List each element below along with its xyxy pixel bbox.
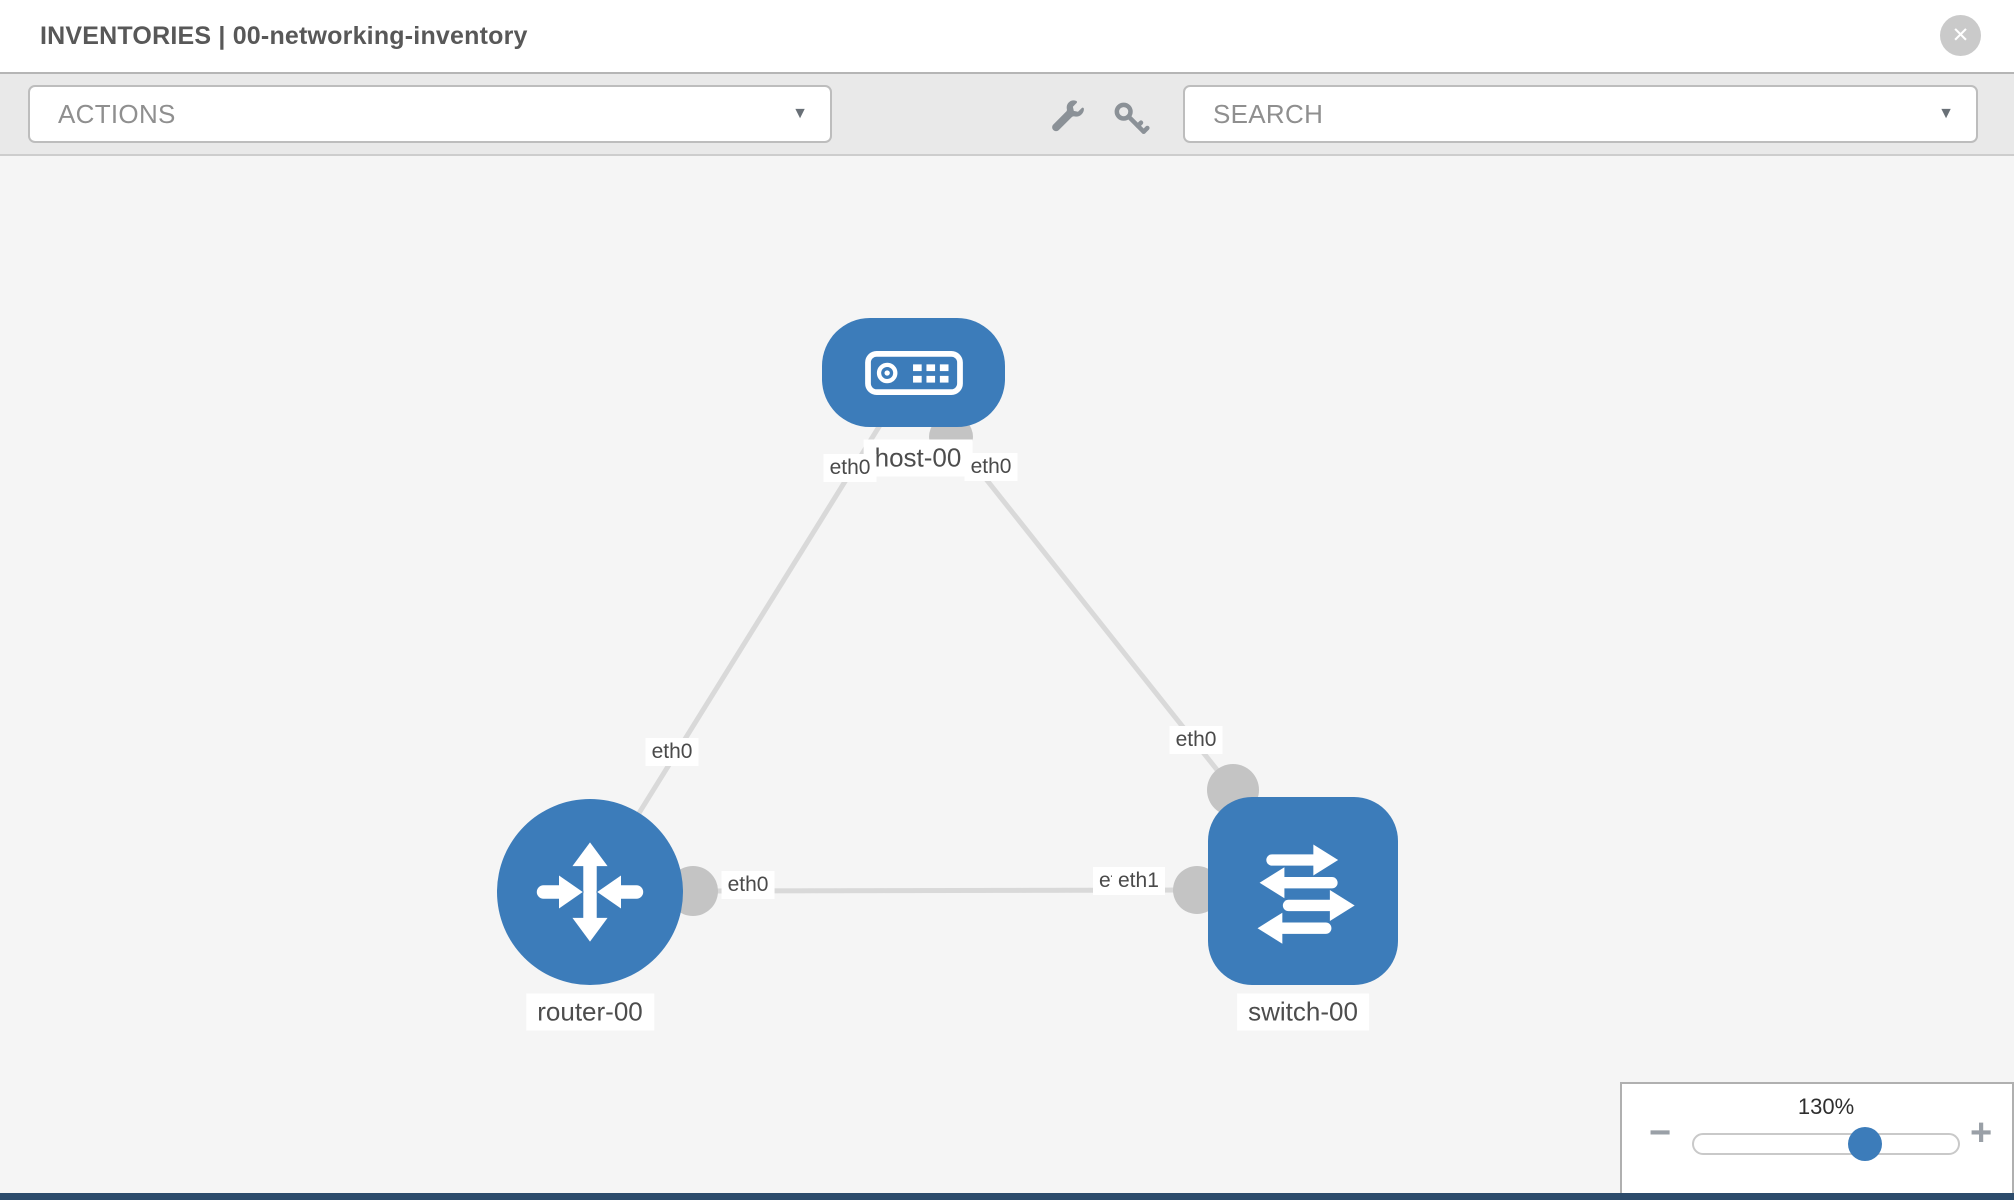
- interface-label-router-eth0: eth0: [645, 738, 699, 766]
- header: INVENTORIES | 00-networking-inventory ✕: [0, 0, 2014, 72]
- search-dropdown[interactable]: SEARCH ▼: [1183, 85, 1978, 143]
- links-layer: [587, 370, 1259, 916]
- close-icon: ✕: [1951, 24, 1970, 47]
- search-dropdown-label: SEARCH: [1213, 98, 1324, 129]
- node-label-host-00: host-00: [863, 439, 973, 477]
- chevron-down-icon: ▼: [1938, 105, 1954, 122]
- host-icon: [864, 350, 963, 395]
- page-title: INVENTORIES | 00-networking-inventory: [40, 22, 528, 50]
- zoom-control-panel: 130% − +: [1620, 1082, 2014, 1200]
- actions-dropdown[interactable]: ACTIONS ▼: [28, 85, 832, 143]
- topology-canvas[interactable]: host-00 router-00 switch-00 eth0 eth0 et…: [0, 156, 2014, 1200]
- footer-bar: [0, 1193, 2014, 1200]
- interface-label-switch-eth0: eth0: [1169, 726, 1223, 754]
- zoom-out-button[interactable]: −: [1649, 1112, 1672, 1154]
- toolbar: ACTIONS ▼ SEARCH ▼: [0, 72, 2014, 156]
- interface-label-switch-eth1: eth1: [1112, 867, 1165, 895]
- switch-icon: [1257, 844, 1355, 944]
- node-switch-00[interactable]: [1208, 797, 1398, 985]
- zoom-slider-track[interactable]: [1692, 1133, 1960, 1155]
- node-host-00[interactable]: [822, 318, 1005, 427]
- interface-label-host-eth0: eth0: [823, 454, 877, 482]
- interface-label-host-eth0: eth0: [964, 453, 1018, 481]
- zoom-in-button[interactable]: +: [1970, 1112, 1993, 1154]
- close-button[interactable]: ✕: [1940, 15, 1981, 56]
- interface-label-router-eth0: eth0: [721, 871, 775, 899]
- node-label-switch-00: switch-00: [1237, 993, 1369, 1031]
- chevron-down-icon: ▼: [792, 105, 808, 122]
- node-label-router-00: router-00: [526, 993, 654, 1031]
- node-router-00[interactable]: [497, 799, 683, 985]
- zoom-slider-handle[interactable]: [1848, 1127, 1882, 1161]
- key-icon[interactable]: [1111, 99, 1151, 144]
- router-icon: [536, 842, 644, 942]
- actions-dropdown-label: ACTIONS: [58, 98, 176, 129]
- zoom-level-value: 130%: [1797, 1094, 1855, 1119]
- wrench-icon[interactable]: [1049, 99, 1086, 141]
